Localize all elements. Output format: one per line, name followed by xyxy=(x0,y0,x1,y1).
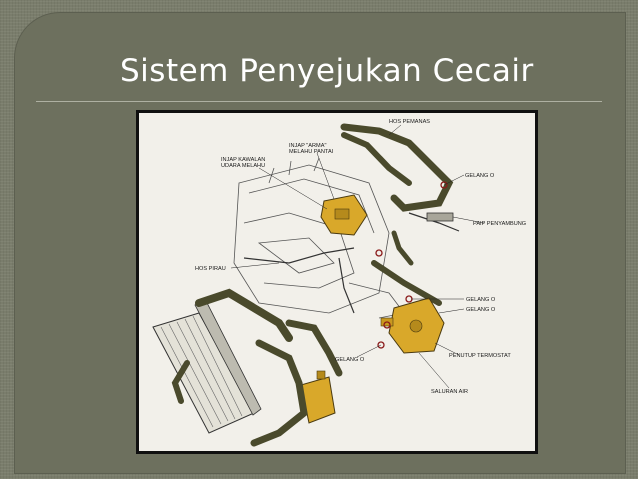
label-injap-kawalan-line1: INJAP KAWALAN xyxy=(221,157,265,163)
hoses xyxy=(171,123,454,447)
radiator xyxy=(152,298,262,434)
diagram-frame: HOS PEMANAS INJAP "ARMA" MELAHU PANTAI I… xyxy=(136,110,538,454)
o-rings xyxy=(375,181,448,349)
slide-title: Sistem Penyejukan Cecair xyxy=(120,53,534,89)
air-valve xyxy=(320,194,368,236)
cooling-system-diagram: HOS PEMANAS INJAP "ARMA" MELAHU PANTAI I… xyxy=(139,113,535,451)
label-gelang-o-4: GELANG O xyxy=(335,357,365,363)
label-injap-kawalan-line2: UDARA MELAHU xyxy=(221,163,265,169)
connector-pipe-fitting xyxy=(426,212,454,222)
coolant-reservoir xyxy=(300,370,336,424)
label-hos-pemanas: HOS PEMANAS xyxy=(389,119,430,125)
label-saluran-air: SALURAN AIR xyxy=(431,389,468,395)
label-hos-pirau: HOS PIRAU xyxy=(195,266,226,272)
label-injap-arma-line1: INJAP "ARMA" xyxy=(289,143,326,149)
label-injap-arma-line2: MELAHU PANTAI xyxy=(289,149,334,155)
leader-lines xyxy=(230,124,485,389)
label-penutup-termostat: PENUTUP TERMOSTAT xyxy=(449,353,511,359)
label-gelang-o-1: GELANG O xyxy=(465,173,495,179)
label-gelang-o-2: GELANG O xyxy=(466,297,496,303)
title-divider xyxy=(36,101,602,102)
label-gelang-o-3: GELANG O xyxy=(466,307,496,313)
label-paip-penyambung: PAIP PENYAMBUNG xyxy=(473,221,526,227)
bypass-pipes xyxy=(243,212,460,314)
engine-block xyxy=(233,157,405,319)
